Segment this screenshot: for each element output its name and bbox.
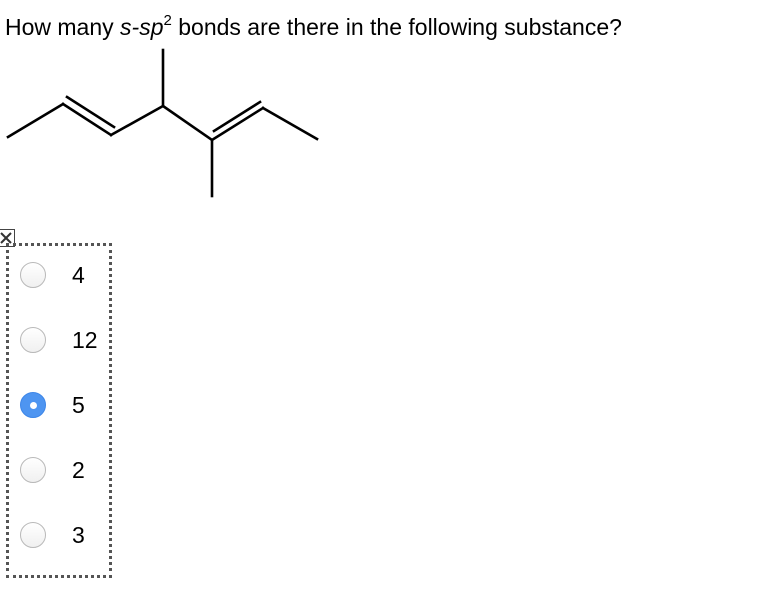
- question-superscript: 2: [163, 12, 172, 29]
- option-label: 3: [72, 522, 85, 548]
- bond-c4-c5: [161, 104, 214, 142]
- option-3[interactable]: 2: [9, 451, 109, 491]
- bond-c5-c6-second: [212, 100, 262, 133]
- radio-button[interactable]: [20, 262, 46, 288]
- option-4[interactable]: 3: [9, 516, 109, 556]
- question-text: How many s-sp2 bonds are there in the fo…: [5, 12, 622, 42]
- answer-options-group: 4 12 5 2 3: [6, 243, 112, 578]
- bond-c3-c4: [109, 104, 165, 137]
- question-prefix: How many: [5, 14, 121, 40]
- bond-c1-c2: [6, 102, 65, 139]
- option-label: 12: [72, 327, 98, 353]
- question-suffix: bonds are there in the following substan…: [171, 14, 622, 40]
- radio-button[interactable]: [20, 457, 46, 483]
- option-0[interactable]: 4: [9, 256, 109, 296]
- option-2[interactable]: 5: [9, 386, 109, 426]
- bond-c2-c3: [61, 102, 113, 137]
- bond-c6-c7: [261, 106, 319, 141]
- bond-c5-c6: [210, 106, 265, 142]
- option-label: 5: [72, 392, 85, 418]
- radio-button[interactable]: [20, 327, 46, 353]
- molecule-structure-image: [6, 48, 319, 198]
- option-1[interactable]: 12: [9, 321, 109, 361]
- option-label: 4: [72, 262, 85, 288]
- bond-c2-c3-second: [65, 95, 116, 129]
- question-italic-s: s: [120, 14, 132, 40]
- radio-button-selected[interactable]: [20, 392, 46, 418]
- option-label: 2: [72, 457, 85, 483]
- question-sp: -sp: [131, 14, 164, 40]
- radio-button[interactable]: [20, 522, 46, 548]
